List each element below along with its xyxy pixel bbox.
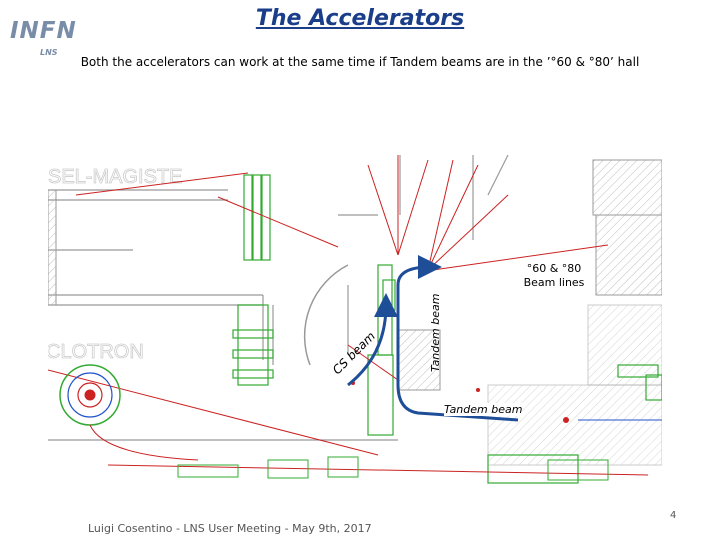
bottom-apparatus — [177, 456, 609, 481]
slide-title: The Accelerators — [255, 6, 465, 31]
tandem-beam-horizontal-label: Tandem beam — [444, 403, 523, 416]
tandem-beam-vertical-label: Tandem beam — [429, 293, 442, 372]
logo-sub-text: LNS — [40, 48, 58, 57]
hatched-wall-center — [397, 329, 441, 391]
hatched-wall-right-top — [592, 159, 662, 216]
footer-text: Luigi Cosentino - LNS User Meeting - May… — [88, 522, 372, 535]
bg-label-top: SEL-MAGISTE — [48, 166, 182, 188]
arc-wall — [303, 264, 349, 366]
page-number: 4 — [670, 510, 677, 521]
slide-subtitle: Both the accelerators can work at the sa… — [80, 55, 640, 69]
infn-logo: INFN LNS — [6, 18, 76, 66]
cs-beam-arrow — [347, 293, 398, 387]
accelerator-layout-drawing: SEL-MAGISTE CLOTRON — [48, 155, 662, 484]
hatched-wall-left — [48, 189, 57, 306]
hatched-wall-bottom-right — [487, 384, 662, 466]
hatched-wall-right-mid — [587, 304, 662, 386]
beam-lines-label-line2: Beam lines — [523, 276, 585, 289]
tandem-beam-arrow — [396, 255, 519, 422]
beam-lines-label: °60 & °80 Beam lines — [518, 262, 590, 290]
cyclotron-beam — [89, 424, 199, 461]
beam-lines-label-line1: °60 & °80 — [526, 262, 582, 275]
hatched-wall-right — [595, 214, 662, 296]
building-walls — [48, 155, 509, 441]
bg-label-left: CLOTRON — [48, 341, 144, 363]
cyclotron — [59, 364, 121, 426]
logo-text: INFN — [10, 18, 77, 44]
